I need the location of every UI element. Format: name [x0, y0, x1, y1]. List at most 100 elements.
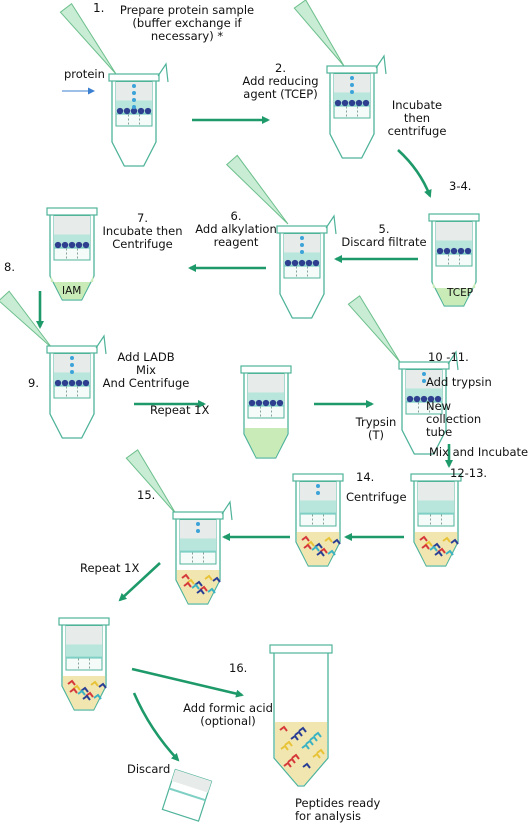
protein-label: protein: [64, 67, 105, 81]
tube-step1-lid: [157, 62, 169, 83]
tube-step15: [172, 500, 233, 605]
tube-step2: [326, 54, 387, 159]
tube-step10-11-protein-dot-1: [413, 395, 421, 403]
tube-step9-protein-dot-4: [82, 379, 90, 387]
trypsin-label: Trypsin (T): [355, 415, 397, 442]
tube-step12-13-peptide-8: [421, 543, 430, 550]
tube-step2-protein-dot-2: [348, 99, 356, 107]
centrifuge-label: Centrifuge: [346, 490, 407, 504]
tube-step6-lid: [325, 214, 337, 235]
pipette-step9-tip: [0, 290, 53, 349]
tube-step14-droplet-0: [316, 484, 320, 488]
peptides-ready-label: Peptides ready for analysis: [295, 796, 381, 823]
tube-step14-peptide-6: [311, 545, 320, 552]
step-1-number: 1.: [93, 1, 105, 15]
step-5-label: 5. Discard filtrate: [341, 222, 427, 249]
pipette-step15-tip: [125, 449, 177, 515]
step-6-label: 6. Add alkylation reagent: [195, 209, 277, 249]
tube-step14-peptide-8: [303, 543, 312, 550]
tube-step10-11-lid: [447, 350, 459, 371]
tube-step15-band: [180, 538, 216, 552]
tube-step1-protein-dot-3: [137, 107, 145, 115]
tube-step2-droplet-0: [350, 76, 354, 80]
tube-final-peptide-13: [302, 762, 311, 769]
tube-step3-4-filtrate: [432, 282, 476, 306]
pipette-step2-tip: [293, 0, 345, 67]
tube-step7-filtrate: [50, 276, 94, 300]
tube-step3-4: [428, 213, 480, 307]
tube-step6-droplet-2: [300, 250, 304, 254]
tube-step2-droplet-2: [350, 90, 354, 94]
tube-step10-11-protein-dot-3: [427, 395, 435, 403]
tube-step7-protein-dot-1: [61, 241, 69, 249]
tube-step14-peptide-0: [301, 535, 310, 542]
discarded-insert-membrane: [168, 787, 206, 802]
tube-final-peptide-0: [279, 725, 288, 732]
pipette-step2: [293, 0, 345, 67]
tube-step7-protein-dot-2: [68, 241, 76, 249]
tube-step1-droplet-1: [132, 91, 136, 95]
tube-step14: [292, 473, 344, 567]
tube-step3-4-protein-dot-3: [457, 247, 465, 255]
step-15-number: 15.: [137, 488, 156, 502]
tube-step3-4-protein-dot-0: [436, 247, 444, 255]
tube-step12-13-peptide-6: [429, 545, 438, 552]
add-trypsin-label: Add trypsin: [426, 375, 492, 389]
discard-label: Discard: [127, 762, 171, 776]
tube-step1-droplet-3: [132, 105, 136, 109]
tube-repeat-b-rim: [58, 617, 110, 626]
tube-final-peptide-9: [298, 726, 307, 733]
tube-step14-peptide-5: [332, 538, 341, 545]
tube-repeat-b-peptide-5: [98, 682, 107, 689]
tube-step15-peptide-0: [181, 573, 190, 580]
pipette-step6-tip: [225, 154, 289, 225]
tube-step9-droplet-0: [70, 356, 74, 360]
new-collection-tube-label: New collection tube: [426, 399, 482, 439]
tube-step10-11: [398, 350, 459, 455]
tube-step6-protein-dot-0: [284, 259, 292, 267]
tube-step6-protein-dot-4: [312, 259, 320, 267]
tube-step7-protein-dot-4: [82, 241, 90, 249]
tube-step9-droplet-1: [70, 363, 74, 367]
tube-step14-peptide-9: [316, 550, 325, 557]
tube-repeat-insert-shade: [248, 374, 284, 393]
step-2-label: 2. Add reducing agent (TCEP): [242, 61, 319, 101]
tube-repeat-b-band: [66, 644, 102, 658]
tube-step9-rim: [46, 345, 98, 354]
tube-step9: [46, 334, 107, 439]
tube-final-peptide-12: [291, 753, 300, 760]
tube-step3-4-protein-dot-1: [443, 247, 451, 255]
arrows-layer: [36, 87, 453, 762]
tube-repeat-b: [58, 617, 110, 711]
tube-step6: [276, 214, 337, 319]
tube-step9-droplet-2: [70, 370, 74, 374]
tube-step2-rim: [326, 65, 378, 74]
tube-repeat-b-peptide-8: [69, 687, 78, 694]
tube-step15-peptide-6: [191, 583, 200, 590]
tube-step7-protein-dot-0: [54, 241, 62, 249]
tube-step9-lid: [95, 334, 107, 355]
tube-repeat-filtrate: [244, 428, 288, 458]
tube-step10-11-protein-dot-2: [420, 395, 428, 403]
arrow-to-16: [131, 667, 244, 698]
tube-step9-protein-dot-2: [68, 379, 76, 387]
discarded-insert-shade: [171, 769, 212, 793]
add-formic-acid-label: Add formic acid (optional): [183, 701, 273, 728]
tube-repeat-b-peptide-7: [90, 680, 99, 687]
tube-step10-11-rim: [398, 361, 450, 370]
arrow-step2-to-3: [397, 149, 432, 198]
tube-final: [269, 644, 333, 787]
step-3-4-number: 3-4.: [449, 179, 472, 193]
tube-step3-4-insert-shade: [436, 222, 472, 241]
tube-step14-peptide-2: [327, 549, 336, 556]
repeat-1x-label-a: Repeat 1X: [150, 403, 210, 417]
tube-step1-rim: [108, 73, 160, 82]
tube-step15-droplet-0: [196, 522, 200, 526]
tube-final-peptide-15: [284, 740, 293, 747]
tube-step10-11-droplet-0: [422, 372, 426, 376]
tube-step14-droplet-1: [316, 491, 320, 495]
tube-step1: [108, 62, 169, 167]
tube-step7-insert-shade: [54, 216, 90, 235]
step-8-number: 8.: [4, 260, 15, 274]
